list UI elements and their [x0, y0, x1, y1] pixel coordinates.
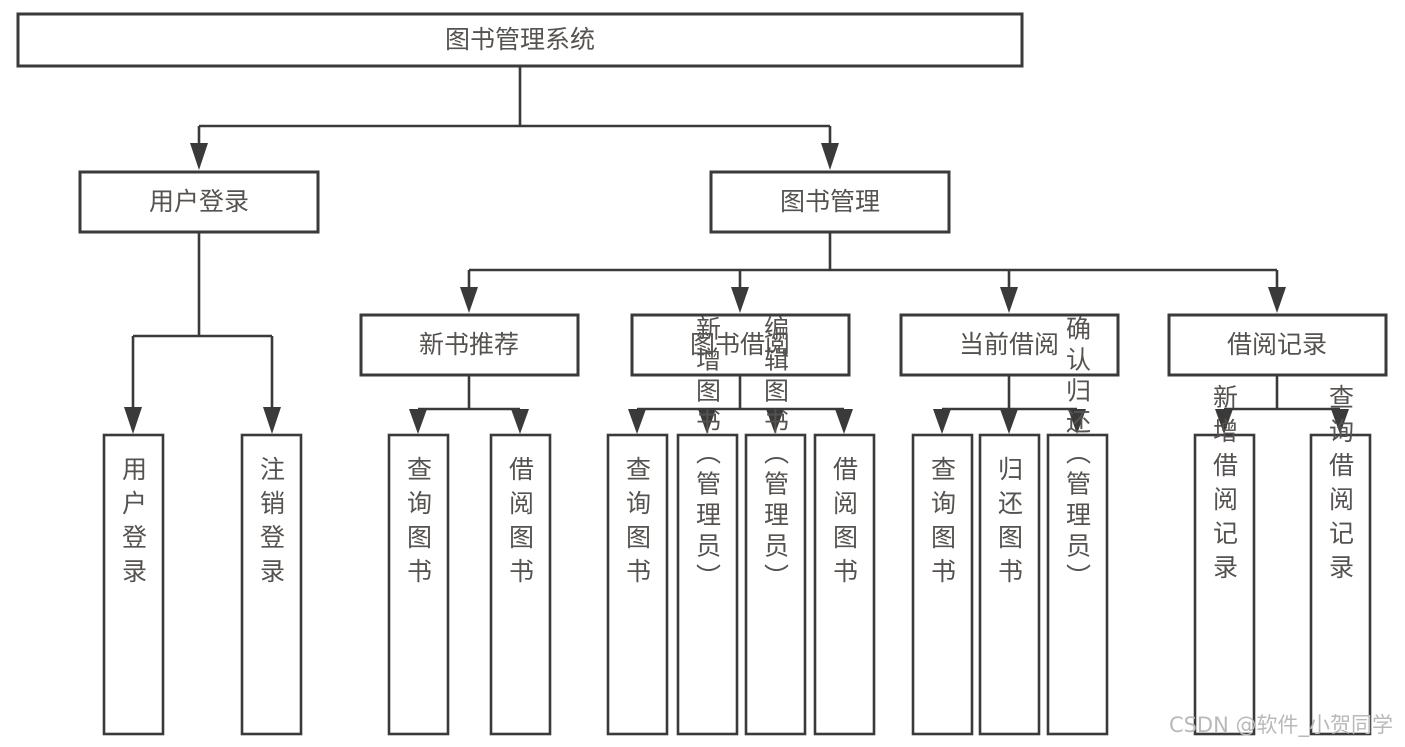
- node-new-book-recommend[interactable]: 新书推荐: [359, 313, 580, 377]
- node-borrow-record[interactable]: 借阅记录: [1167, 313, 1388, 377]
- node-new-book-recommend-box[interactable]: [359, 313, 580, 377]
- node-root-system[interactable]: 图书管理系统: [16, 12, 1024, 68]
- connector-current-borrow-to-leaves: [933, 375, 1086, 434]
- arrow-head-book-borrow: [731, 287, 749, 313]
- leaf-borrow-book-1-box[interactable]: [489, 433, 552, 736]
- connector-book-borrow-to-leaves: [628, 375, 853, 434]
- leaf-query-book-3-label: 查询图书: [928, 456, 957, 592]
- arrow-head-bb-leaf-1: [628, 409, 646, 434]
- leaf-add-record-label: 新增借阅记录: [1210, 384, 1239, 588]
- node-root-system-label: 图书管理系统: [445, 25, 595, 54]
- leaf-edit-book-box[interactable]: [744, 433, 807, 736]
- leaf-query-book-3[interactable]: 查询图书: [911, 433, 974, 736]
- leaf-query-book-1-box[interactable]: [387, 433, 450, 736]
- leaf-add-book-box[interactable]: [676, 433, 739, 736]
- leaf-query-book-3-box[interactable]: [911, 433, 974, 736]
- node-book-management-label: 图书管理: [780, 187, 880, 216]
- arrow-head-bb-leaf-2: [698, 409, 716, 434]
- arrow-head-new-book-recommend: [460, 287, 478, 313]
- arrow-head-nb-leaf-1: [409, 409, 427, 434]
- connector-root-to-level2: [190, 66, 839, 170]
- node-current-borrow-box[interactable]: [899, 313, 1120, 377]
- leaf-borrow-book-1[interactable]: 借阅图书: [489, 433, 552, 736]
- arrow-head-borrow-record: [1268, 287, 1286, 313]
- arrow-head-br-leaf-1: [1215, 409, 1233, 434]
- node-root-system-box[interactable]: [16, 12, 1024, 68]
- node-borrow-record-label: 借阅记录: [1227, 330, 1327, 359]
- leaf-confirm-return-label: 确认归还（管理员）: [1063, 316, 1092, 595]
- connector-book-management-to-level3: [460, 232, 1286, 313]
- leaf-logout-login-box[interactable]: [240, 433, 303, 736]
- leaf-user-login[interactable]: 用户登录: [102, 433, 165, 736]
- node-user-login[interactable]: 用户登录: [78, 170, 320, 234]
- leaf-user-login-box[interactable]: [102, 433, 165, 736]
- leaf-edit-book-label: 编辑图书（管理员）: [761, 316, 790, 595]
- arrow-head-leaf-logout: [263, 407, 281, 434]
- arrow-head-leaf-user-login: [124, 407, 142, 434]
- arrow-head-bb-leaf-3: [766, 409, 784, 434]
- leaf-logout-login[interactable]: 注销登录: [240, 433, 303, 736]
- leaf-borrow-book-2-label: 借阅图书: [830, 456, 859, 592]
- connector-user-login-to-leaves: [124, 232, 281, 434]
- leaf-edit-book[interactable]: 编辑图书（管理员）: [744, 316, 807, 736]
- leaf-user-login-label: 用户登录: [119, 456, 148, 592]
- leaf-borrow-book-2[interactable]: 借阅图书: [813, 433, 876, 736]
- arrow-head-current-borrow: [1000, 287, 1018, 313]
- arrow-head-book-management: [821, 143, 839, 170]
- leaf-query-book-1[interactable]: 查询图书: [387, 433, 450, 736]
- leaf-confirm-return[interactable]: 确认归还（管理员）: [1046, 316, 1109, 736]
- node-book-borrow-label: 图书借阅: [690, 330, 790, 359]
- watermark-label: CSDN @软件_小贺同学: [1169, 713, 1393, 738]
- node-book-borrow[interactable]: 图书借阅: [630, 313, 851, 377]
- connector-new-book-recommend-to-leaves: [409, 375, 529, 434]
- arrow-head-bb-leaf-4: [835, 409, 853, 434]
- leaf-return-book-label: 归还图书: [995, 456, 1024, 592]
- leaf-add-book-label: 新增图书（管理员）: [693, 316, 722, 595]
- node-book-borrow-box[interactable]: [630, 313, 851, 377]
- leaf-query-book-2-label: 查询图书: [623, 456, 652, 592]
- arrow-head-user-login: [190, 143, 208, 170]
- node-new-book-recommend-label: 新书推荐: [419, 330, 519, 359]
- leaf-return-book-box[interactable]: [978, 433, 1041, 736]
- connector-borrow-record-to-leaves: [1215, 375, 1349, 434]
- leaf-logout-login-label: 注销登录: [257, 456, 286, 592]
- arrow-head-cb-leaf-1: [933, 409, 951, 434]
- arrow-head-br-leaf-2: [1331, 409, 1349, 434]
- node-user-login-box[interactable]: [78, 170, 320, 234]
- leaf-add-book[interactable]: 新增图书（管理员）: [676, 316, 739, 736]
- arrow-head-cb-leaf-2: [1000, 409, 1018, 434]
- leaf-query-record[interactable]: 查询借阅记录: [1309, 384, 1372, 736]
- leaf-query-book-1-label: 查询图书: [404, 456, 433, 592]
- node-book-management[interactable]: 图书管理: [709, 170, 951, 234]
- leaf-return-book[interactable]: 归还图书: [978, 433, 1041, 736]
- arrow-head-nb-leaf-2: [511, 409, 529, 434]
- node-current-borrow-label: 当前借阅: [959, 330, 1059, 359]
- leaf-add-record[interactable]: 新增借阅记录: [1193, 384, 1256, 736]
- leaf-query-book-2-box[interactable]: [606, 433, 669, 736]
- leaf-query-record-label: 查询借阅记录: [1326, 384, 1355, 588]
- arrow-head-cb-leaf-3: [1068, 409, 1086, 434]
- node-user-login-label: 用户登录: [149, 187, 249, 216]
- leaf-borrow-book-2-box[interactable]: [813, 433, 876, 736]
- leaf-confirm-return-box[interactable]: [1046, 433, 1109, 736]
- leaf-query-record-box[interactable]: [1309, 433, 1372, 736]
- leaf-query-book-2[interactable]: 查询图书: [606, 433, 669, 736]
- leaf-add-record-box[interactable]: [1193, 433, 1256, 736]
- node-current-borrow[interactable]: 当前借阅: [899, 313, 1120, 377]
- leaf-borrow-book-1-label: 借阅图书: [506, 456, 535, 592]
